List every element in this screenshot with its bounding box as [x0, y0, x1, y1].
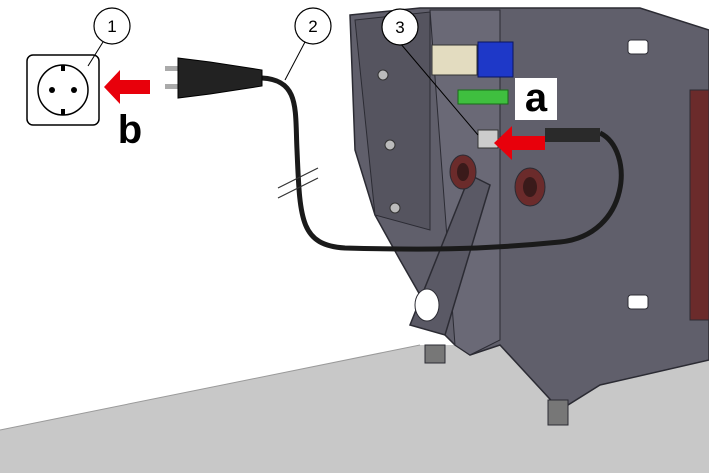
leader-2 [284, 41, 306, 81]
callout-1: 1 [93, 7, 131, 45]
callout-2: 2 [294, 7, 332, 45]
break-mark [277, 177, 319, 199]
svg-text:1: 1 [107, 17, 116, 36]
svg-text:3: 3 [395, 18, 404, 37]
callout-3: 3 [381, 8, 419, 46]
terminal-components [431, 41, 514, 149]
break-mark [277, 167, 319, 189]
mains-plug [165, 57, 263, 99]
arrow-b [104, 70, 150, 104]
leader-3 [399, 42, 479, 136]
step-label-b: b [118, 108, 142, 152]
wall-socket-icon [26, 54, 100, 126]
label-a-background [515, 78, 557, 120]
cable-connector [545, 128, 600, 142]
power-cable [261, 75, 624, 252]
svg-text:2: 2 [308, 17, 317, 36]
leader-1 [87, 41, 104, 67]
machine-frame [349, 7, 709, 426]
arrow-a [494, 126, 545, 160]
step-label-a: a [525, 76, 548, 120]
floor-edge [0, 344, 421, 431]
